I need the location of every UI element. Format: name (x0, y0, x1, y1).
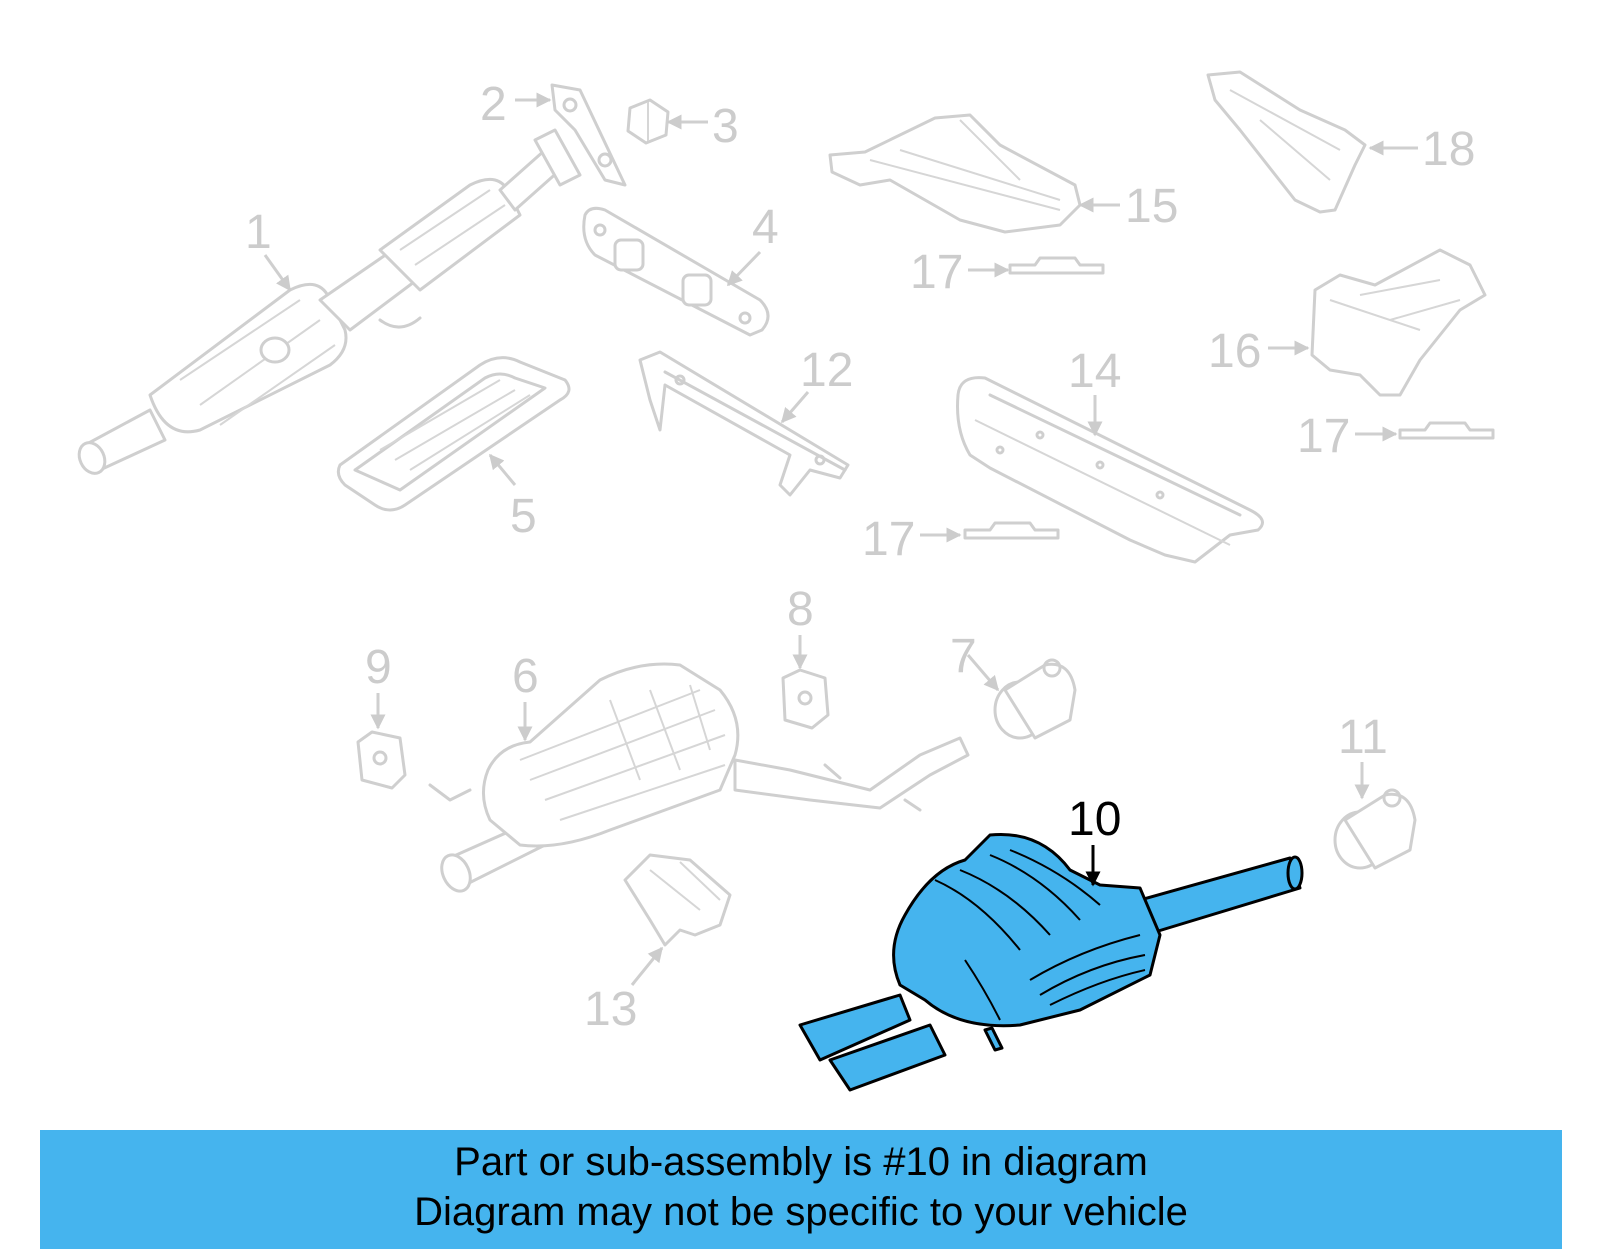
callout-2: 2 (480, 78, 507, 131)
callout-9: 9 (365, 641, 392, 694)
callout-18: 18 (1422, 123, 1475, 176)
callout-arrow-4 (726, 250, 762, 287)
callout-17-top: 17 (910, 246, 963, 299)
callout-12: 12 (800, 344, 853, 397)
callout-arrow-7 (966, 654, 1000, 692)
part-12-crossmember[interactable] (638, 350, 850, 497)
callout-3: 3 (712, 100, 739, 153)
part-14-heat-shield[interactable] (956, 376, 1264, 564)
callout-7: 7 (950, 630, 977, 683)
callout-13: 13 (584, 983, 637, 1036)
part-10-rear-muffler[interactable] (798, 832, 1304, 1092)
callout-arrow-1 (263, 254, 292, 292)
callout-arrow-12 (780, 391, 810, 424)
banner-line-disclaimer: Diagram may not be specific to your vehi… (414, 1190, 1188, 1234)
callout-5: 5 (510, 490, 537, 543)
part-17-clip-right[interactable] (1398, 421, 1495, 440)
callout-4: 4 (752, 201, 779, 254)
part-18-heat-shield[interactable] (1206, 70, 1367, 214)
callout-14: 14 (1068, 345, 1121, 398)
part-15-heat-shield[interactable] (828, 113, 1082, 234)
callout-8: 8 (787, 583, 814, 636)
callout-17-right: 17 (1297, 410, 1350, 463)
part-1-front-pipe[interactable] (74, 128, 582, 478)
part-11-clamp[interactable] (1333, 788, 1417, 870)
banner-line-part: Part or sub-assembly is #10 in diagram (454, 1140, 1148, 1184)
callout-1: 1 (245, 206, 272, 259)
part-4-bracket[interactable] (582, 206, 770, 337)
part-7-clamp[interactable] (993, 658, 1077, 740)
callout-17-bottom: 17 (862, 513, 915, 566)
callout-10: 10 (1068, 793, 1121, 846)
part-17-clip-top[interactable] (1008, 256, 1105, 275)
callout-16: 16 (1208, 325, 1261, 378)
part-17-clip-bottom[interactable] (963, 521, 1060, 540)
part-13-bracket[interactable] (623, 853, 732, 947)
part-2-gasket[interactable] (550, 83, 627, 187)
info-banner: Part or sub-assembly is #10 in diagram D… (40, 1130, 1562, 1249)
callout-11: 11 (1338, 711, 1388, 764)
callout-arrow-5 (488, 453, 517, 486)
part-16-heat-shield[interactable] (1310, 248, 1487, 397)
part-3-nut[interactable] (626, 98, 670, 145)
callout-arrow-13 (630, 946, 664, 986)
part-6-center-muffler[interactable] (428, 662, 970, 896)
part-5-heat-shield[interactable] (336, 356, 571, 512)
part-9-hanger[interactable] (356, 730, 407, 790)
part-8-hanger[interactable] (781, 668, 830, 730)
callout-15: 15 (1125, 180, 1178, 233)
callout-6: 6 (512, 650, 539, 703)
